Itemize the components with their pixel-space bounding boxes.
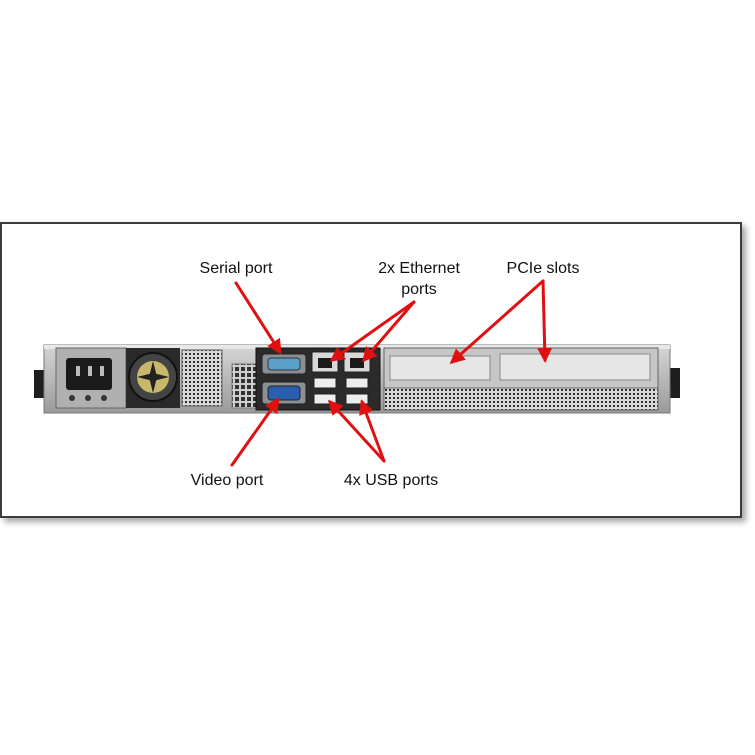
arrow-usb-1 (327, 399, 386, 463)
arrow-usb-2 (359, 399, 386, 463)
arrow-video-port (230, 397, 280, 467)
label-usb-ports: 4x USB ports (344, 472, 438, 489)
usb-port-1 (313, 377, 337, 389)
arrow-ethernet-2 (362, 300, 416, 363)
power-supply (55, 347, 127, 409)
label-video-port: Video port (191, 472, 264, 489)
arrow-pcie-2 (537, 279, 553, 363)
pcie-slot-area (383, 347, 659, 411)
usb-port-2 (313, 393, 337, 405)
pcie-slot-1 (389, 355, 491, 381)
fan-icon (126, 348, 180, 408)
io-vent (231, 363, 257, 409)
label-ethernet-line1: 2x Ethernet (378, 260, 460, 277)
label-serial-port: Serial port (200, 260, 273, 277)
arrow-pcie-1 (449, 279, 545, 364)
label-pcie-slots: PCIe slots (507, 260, 580, 277)
arrow-serial-port (234, 281, 282, 355)
psu-vent (181, 349, 223, 407)
pcie-slot-2 (499, 353, 651, 381)
arrow-ethernet-1 (329, 300, 416, 362)
label-ethernet-line2: ports (401, 281, 437, 298)
usb-port-4 (345, 393, 369, 405)
usb-port-3 (345, 377, 369, 389)
